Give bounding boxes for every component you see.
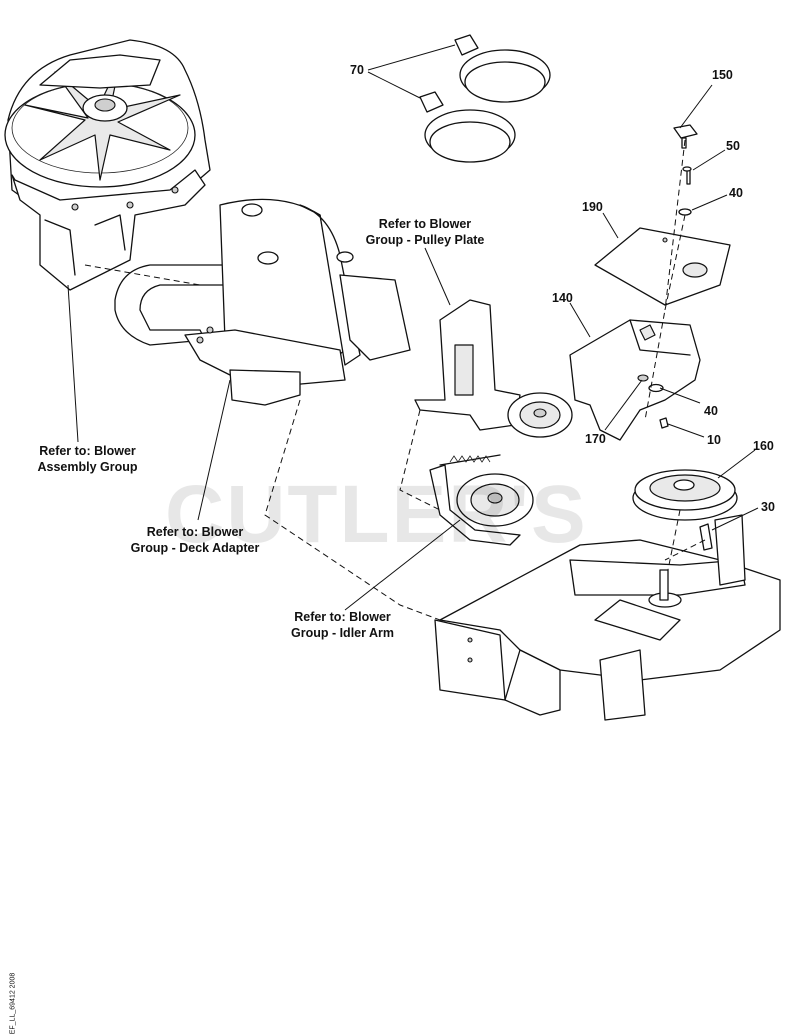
callout-150: 150 xyxy=(712,68,733,82)
hose-clamps-illustration xyxy=(419,34,551,163)
callout-170: 170 xyxy=(585,432,606,446)
callout-30: 30 xyxy=(761,500,775,514)
blower-assembly-illustration xyxy=(4,39,211,291)
reference-deck-adapter: Refer to: Blower Group - Deck Adapter xyxy=(120,524,270,556)
idler-arm-illustration xyxy=(429,454,534,546)
reference-idler-arm: Refer to: Blower Group - Idler Arm xyxy=(280,609,405,641)
callout-190: 190 xyxy=(582,200,603,214)
reference-deck-adapter-line2: Group - Deck Adapter xyxy=(130,541,260,555)
reference-deck-adapter-line1: Refer to: Blower xyxy=(146,525,244,539)
reference-assembly-group-line2: Assembly Group xyxy=(37,460,138,474)
reference-assembly-group: Refer to: Blower Assembly Group xyxy=(25,443,150,475)
belt-guard-illustration xyxy=(569,319,701,441)
reference-idler-arm-line1: Refer to: Blower xyxy=(294,610,391,624)
callout-50: 50 xyxy=(726,139,740,153)
deck-adapter-illustration xyxy=(114,198,411,406)
leader-lines xyxy=(67,44,759,611)
reference-assembly-group-line1: Refer to: Blower xyxy=(39,444,136,458)
callout-70: 70 xyxy=(350,63,364,77)
hardware-illustration xyxy=(637,124,698,429)
figure-code: EF_LL_69412 2008 xyxy=(9,973,16,1035)
assembly-dash-lines xyxy=(84,139,706,621)
callout-40-upper: 40 xyxy=(729,186,743,200)
callout-140: 140 xyxy=(552,291,573,305)
reference-pulley-plate-line2: Group - Pulley Plate xyxy=(365,233,485,247)
drive-pulley-illustration xyxy=(632,469,738,521)
callout-160: 160 xyxy=(753,439,774,453)
mower-deck-illustration xyxy=(434,514,781,721)
key-illustration xyxy=(699,523,713,551)
figure-code-id: EF_LL_69412 xyxy=(9,990,17,1035)
callout-10: 10 xyxy=(707,433,721,447)
callout-40-lower: 40 xyxy=(704,404,718,418)
reference-pulley-plate: Refer to Blower Group - Pulley Plate xyxy=(355,216,495,248)
pulley-cover-top-illustration xyxy=(594,227,731,306)
reference-idler-arm-line2: Group - Idler Arm xyxy=(290,626,394,640)
watermark-text: CUTLER'S xyxy=(165,469,588,560)
pulley-plate-illustration xyxy=(414,299,573,438)
figure-code-year: 2008 xyxy=(9,972,17,989)
reference-pulley-plate-line1: Refer to Blower xyxy=(378,217,472,231)
